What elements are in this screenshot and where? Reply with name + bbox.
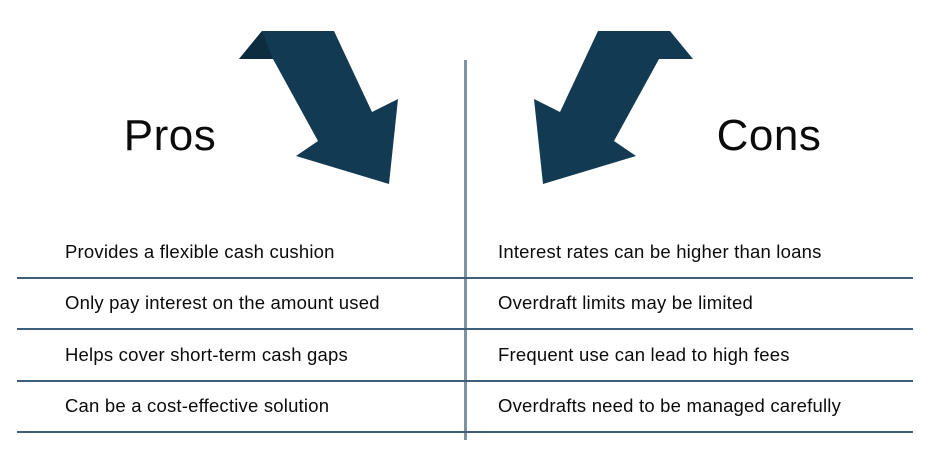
pros-item: Provides a flexible cash cushion	[65, 240, 335, 262]
vertical-divider	[464, 60, 467, 440]
cons-item: Frequent use can lead to high fees	[498, 343, 790, 365]
pros-title: Pros	[123, 111, 217, 160]
cons-title: Cons	[716, 111, 822, 160]
pros-item: Can be a cost-effective solution	[65, 395, 330, 417]
comparison-row: Provides a flexible cash cushion Interes…	[17, 227, 913, 279]
cons-item: Interest rates can be higher than loans	[498, 240, 822, 262]
pros-item: Helps cover short-term cash gaps	[65, 343, 348, 365]
comparison-row: Can be a cost-effective solution Overdra…	[17, 382, 913, 433]
cons-item: Overdrafts need to be managed carefully	[498, 395, 842, 417]
down-left-arrow-icon	[534, 31, 693, 184]
comparison-row: Only pay interest on the amount used Ove…	[17, 279, 913, 330]
pros-item: Only pay interest on the amount used	[65, 292, 380, 314]
down-right-arrow-icon	[239, 31, 398, 184]
cons-item: Overdraft limits may be limited	[498, 292, 753, 314]
comparison-row: Helps cover short-term cash gaps Frequen…	[17, 330, 913, 382]
comparison-table: Provides a flexible cash cushion Interes…	[17, 227, 913, 433]
